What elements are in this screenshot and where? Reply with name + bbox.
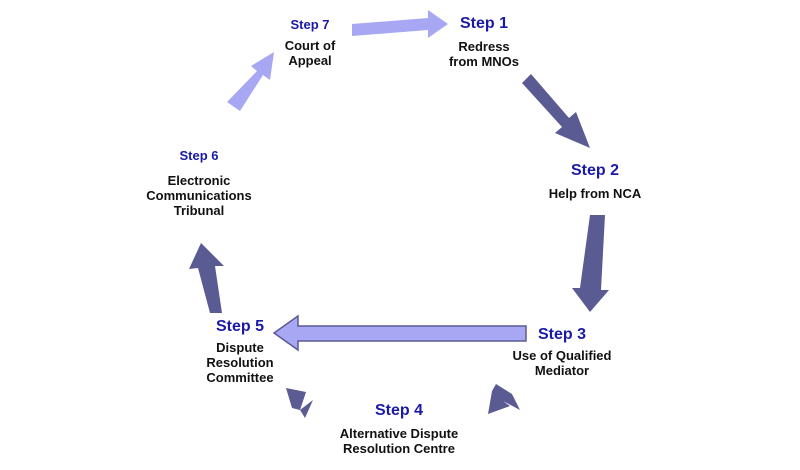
node-step-7: Step 7 Court of Appeal bbox=[285, 17, 336, 68]
step-description: Redress from MNOs bbox=[448, 39, 520, 69]
node-step-5: Step 5 Dispute Resolution Committee bbox=[206, 318, 273, 385]
step-label: Step 2 bbox=[570, 162, 620, 179]
node-step-3: Step 3 Use of Qualified Mediator bbox=[513, 326, 612, 378]
arrow-step4-to-step5 bbox=[286, 388, 313, 418]
arrow-step3-to-step5 bbox=[272, 314, 527, 352]
step-label: Step 4 bbox=[374, 402, 424, 419]
step-description: Use of Qualified Mediator bbox=[512, 348, 612, 378]
step-description: Electronic Communications Tribunal bbox=[146, 173, 252, 218]
arrow-step2-to-step3 bbox=[572, 215, 609, 312]
step-label: Step 5 bbox=[215, 318, 264, 335]
step-label: Step 1 bbox=[459, 15, 508, 32]
arrow-step6-to-step7 bbox=[227, 52, 274, 111]
node-step-4: Step 4 Alternative Dispute Resolution Ce… bbox=[340, 402, 458, 456]
node-step-2: Step 2 Help from NCA bbox=[549, 162, 641, 201]
arrow-step1-to-step2 bbox=[522, 74, 590, 148]
step-description: Court of Appeal bbox=[284, 38, 336, 68]
step-label: Step 6 bbox=[179, 148, 219, 163]
arrow-step5-to-step6 bbox=[189, 243, 224, 313]
step-description: Alternative Dispute Resolution Centre bbox=[339, 426, 459, 456]
arrow-step3-to-step4 bbox=[488, 384, 520, 414]
step-label: Step 3 bbox=[537, 326, 586, 343]
arrow-step7-to-step1 bbox=[352, 10, 448, 38]
node-step-6: Step 6 Electronic Communications Tribuna… bbox=[146, 148, 251, 218]
step-label: Step 7 bbox=[290, 17, 330, 32]
step-description: Help from NCA bbox=[548, 186, 642, 201]
step-description: Dispute Resolution Committee bbox=[206, 340, 274, 385]
node-step-1: Step 1 Redress from MNOs bbox=[449, 15, 519, 69]
